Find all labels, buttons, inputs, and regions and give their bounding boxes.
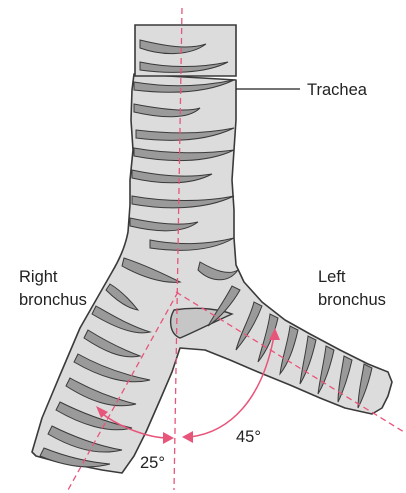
trachea-label: Trachea — [307, 81, 368, 99]
left-bronchus-label-line2: bronchus — [318, 291, 386, 309]
right-bronchus-label-line1: Right — [19, 268, 58, 286]
left-bronchus-label-line1: Left — [318, 268, 346, 286]
left-angle-label: 45° — [236, 428, 261, 446]
arrowhead-icon — [163, 432, 174, 444]
right-bronchus-label-line2: bronchus — [19, 291, 87, 309]
right-angle-label: 25° — [140, 454, 165, 472]
arrowhead-icon — [182, 431, 193, 443]
